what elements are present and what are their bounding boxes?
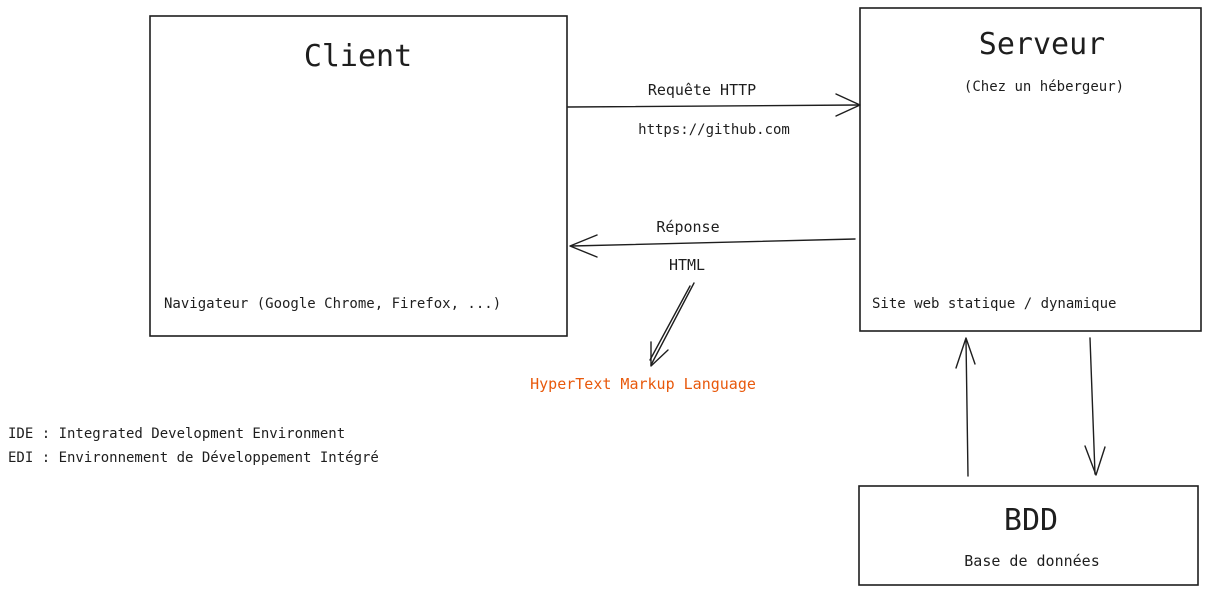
database-subtitle: Base de données <box>964 552 1099 570</box>
edi-note: EDI : Environnement de Développement Int… <box>8 450 379 466</box>
database-title: BDD <box>1004 503 1058 538</box>
html-expanded-label: HyperText Markup Language <box>530 375 756 393</box>
response-label: Réponse <box>656 218 719 236</box>
server-subtitle: Site web statique / dynamique <box>872 296 1116 312</box>
server-box <box>859 7 1202 332</box>
server-to-db-arrow <box>1084 337 1106 476</box>
response-format: HTML <box>669 256 705 274</box>
server-title: Serveur <box>979 27 1105 62</box>
db-to-server-arrow <box>955 337 976 477</box>
request-url: https://github.com <box>638 122 790 138</box>
response-arrow <box>569 234 856 258</box>
ide-note: IDE : Integrated Development Environment <box>8 426 345 442</box>
client-subtitle: Navigateur (Google Chrome, Firefox, ...) <box>164 296 501 312</box>
database-box <box>858 485 1199 586</box>
client-box <box>149 15 568 337</box>
server-host: (Chez un hébergeur) <box>964 79 1124 95</box>
request-arrow <box>567 93 861 117</box>
html-annotation-arrow <box>649 282 695 367</box>
request-label: Requête HTTP <box>648 81 756 99</box>
client-title: Client <box>304 39 412 74</box>
